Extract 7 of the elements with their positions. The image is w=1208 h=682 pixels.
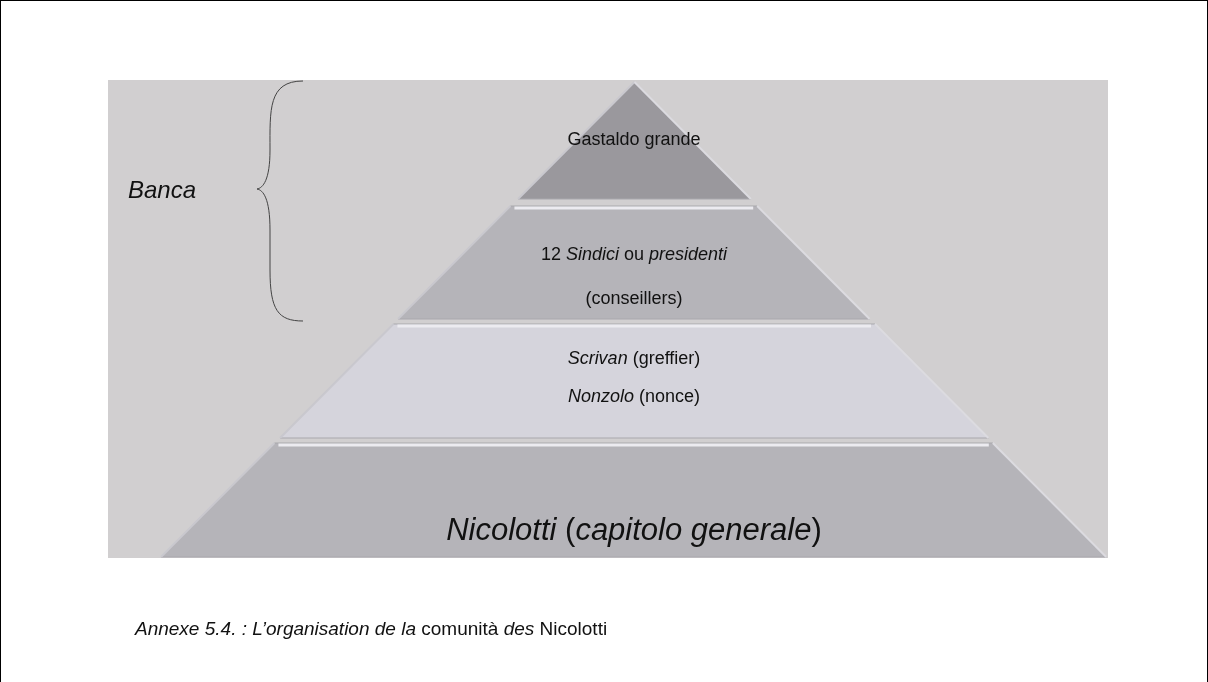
level-text: 12 Sindici ou presidenti (conseillers) bbox=[539, 243, 729, 311]
level-text: Nonzolo (nonce) bbox=[567, 384, 701, 408]
caption: Annexe 5.4. : L’organisation de la comunità des Nicolotti bbox=[135, 618, 608, 640]
level-text: Scrivan (greffier) bbox=[567, 347, 701, 370]
level-text: Nicolotti (capitolo generale) bbox=[446, 511, 822, 549]
level-text: Gastaldo grande bbox=[567, 129, 701, 151]
group-label: Banca bbox=[128, 176, 197, 204]
